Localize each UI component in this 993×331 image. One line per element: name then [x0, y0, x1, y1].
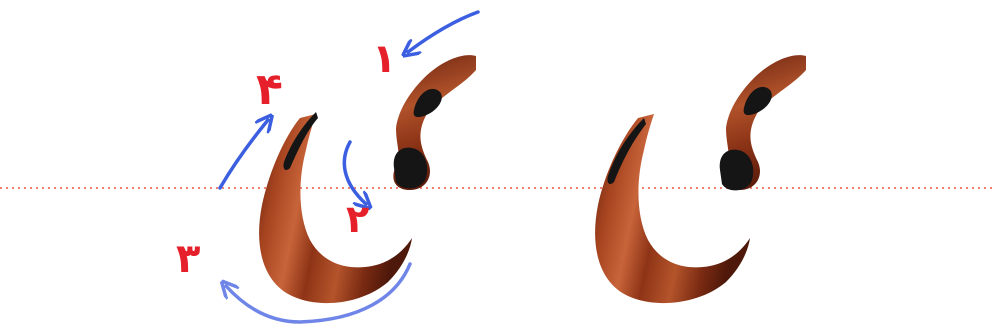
stroke-number-2: ٢	[346, 197, 369, 241]
letter-bowl-stroke	[595, 114, 750, 303]
stroke-number-1: ١	[372, 36, 396, 82]
stroke-number-3: ٣	[176, 236, 200, 282]
arrow-1-icon	[408, 12, 478, 52]
letter-ye-clean	[595, 55, 806, 303]
arrow-4-icon	[220, 120, 268, 188]
arrow-2-icon	[344, 142, 366, 204]
letter-ye-annotated	[259, 55, 476, 303]
stroke-number-4: ۴	[256, 64, 283, 115]
letter-bowl-stroke	[259, 114, 412, 303]
